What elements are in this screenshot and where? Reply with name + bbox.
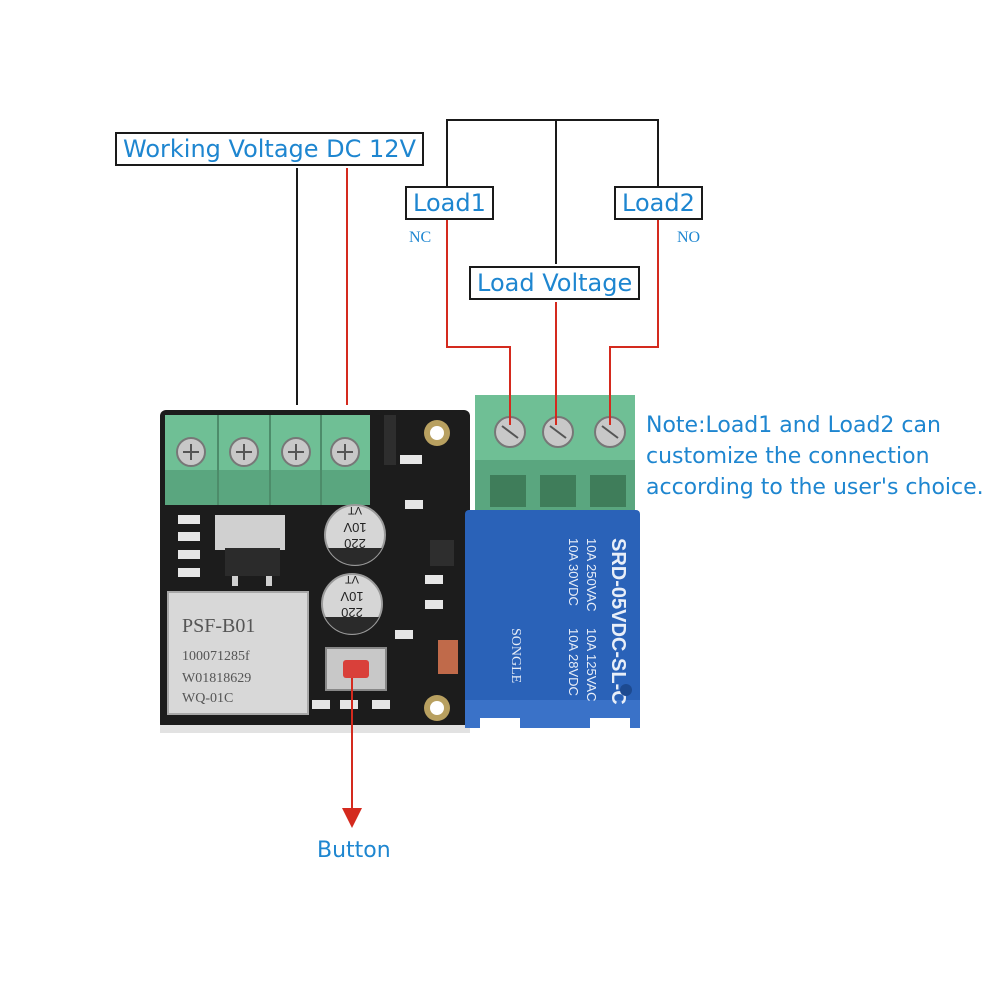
working-voltage-label: Working Voltage DC 12V: [115, 132, 424, 166]
note-line-2: customize the connection: [646, 444, 930, 469]
nc-label: NC: [409, 229, 432, 246]
svg-text:100071285f: 100071285f: [182, 649, 250, 664]
nc-wire: [446, 220, 511, 425]
voltage-regulator: [215, 515, 285, 586]
note-line-3: according to the user's choice.: [646, 475, 984, 500]
load1-label: Load1: [405, 186, 494, 220]
push-button: [325, 647, 387, 691]
svg-text:220: 220: [344, 536, 366, 551]
load-loop-wire: [446, 119, 659, 190]
svg-text:10A 250VAC: 10A 250VAC: [584, 538, 599, 611]
button-label: Button: [317, 838, 391, 863]
connection-note: Note:Load1 and Load2 can customize the c…: [646, 410, 991, 503]
svg-text:10V: 10V: [343, 520, 366, 535]
load-voltage-label: Load Voltage: [469, 266, 641, 300]
smd-components: [178, 415, 458, 709]
svg-text:VT: VT: [348, 504, 362, 516]
svg-text:SONGLE: SONGLE: [508, 628, 523, 683]
svg-text:10A 28VDC: 10A 28VDC: [566, 628, 581, 696]
svg-text:WQ-01C: WQ-01C: [182, 691, 233, 706]
pcb-edge: [160, 725, 470, 733]
svg-text:10A 30VDC: 10A 30VDC: [566, 538, 581, 606]
relay: SRD-05VDC-SL-C 10A 250VAC 10A 125VAC 10A…: [465, 510, 640, 730]
capacitor-top: 220 10V VT: [324, 504, 386, 566]
svg-text:10A 125VAC: 10A 125VAC: [584, 628, 599, 701]
wires: [296, 119, 659, 828]
capacitor-bottom: 220 10V VT: [321, 573, 383, 635]
wifi-module: PSF-B01 100071285f W01818629 WQ-01C: [167, 591, 309, 715]
power-terminal-block: [165, 415, 370, 505]
svg-text:10V: 10V: [340, 589, 363, 604]
svg-text:VT: VT: [345, 573, 359, 585]
no-label: NO: [677, 229, 701, 246]
relay-module-board: 220 10V VT 220 10V VT PSF-B01 100071285f…: [160, 395, 640, 733]
svg-text:PSF-B01: PSF-B01: [182, 615, 255, 637]
load2-label: Load2: [614, 186, 703, 220]
svg-text:W01818629: W01818629: [182, 671, 251, 686]
no-wire: [609, 220, 659, 425]
svg-text:SRD-05VDC-SL-C: SRD-05VDC-SL-C: [607, 538, 629, 705]
note-line-1: Note:Load1 and Load2 can: [646, 413, 941, 438]
svg-text:220: 220: [341, 605, 363, 620]
